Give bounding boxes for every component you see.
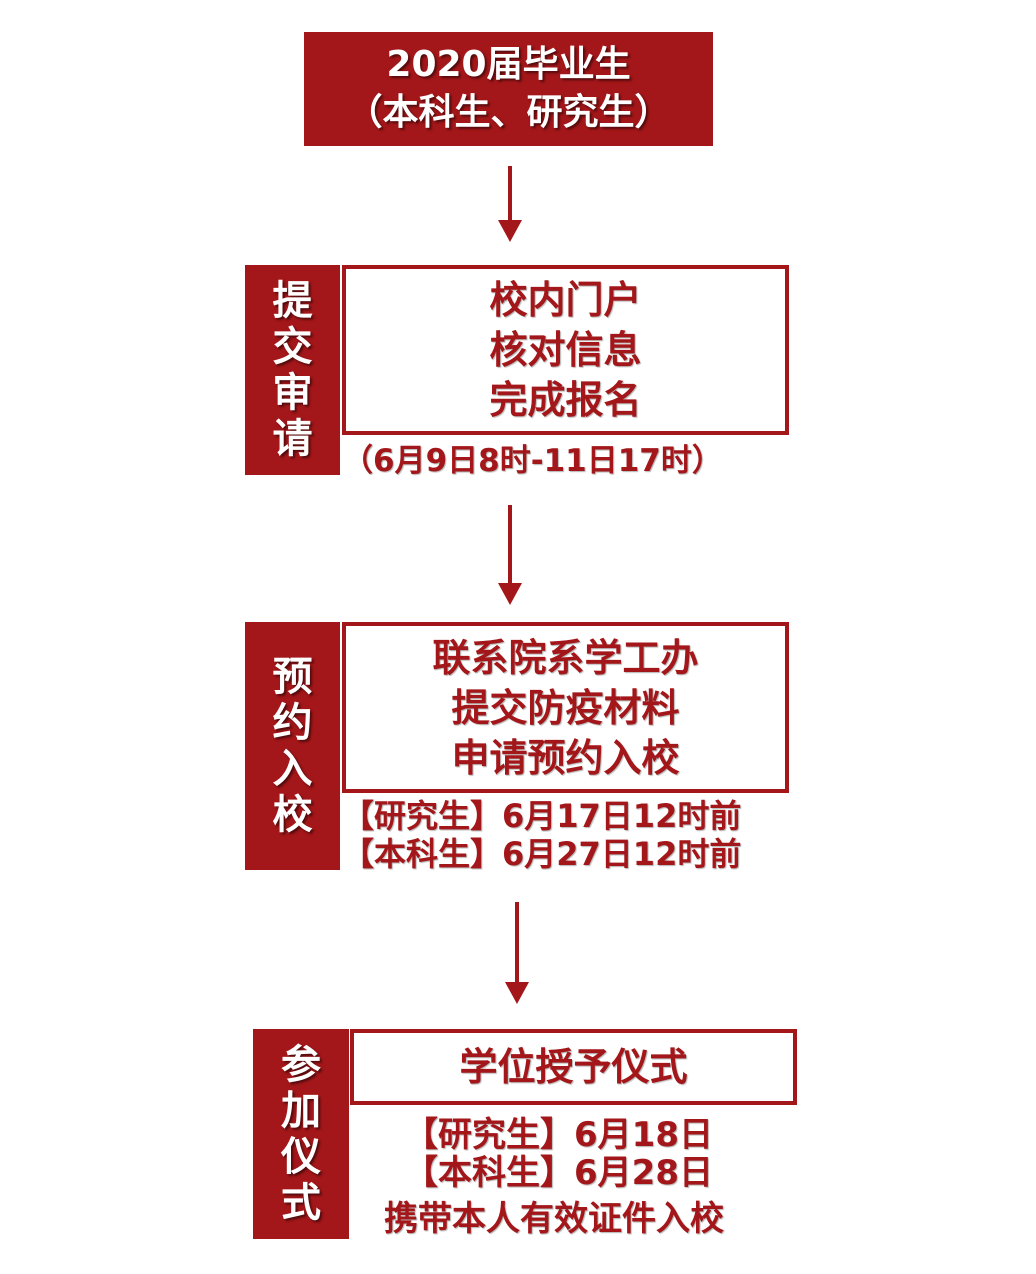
arrow-down-icon	[498, 166, 522, 242]
step-3-id-reminder: 携带本人有效证件入校	[384, 1199, 724, 1239]
step-1-label-char: 审	[272, 370, 313, 416]
step-3-content-line: 学位授予仪式	[459, 1045, 688, 1089]
step-2-undergrad-deadline: 【本科生】6月27日12时前	[342, 835, 742, 873]
step-1-label-char: 请	[272, 416, 313, 462]
step-3-content-box: 学位授予仪式	[350, 1029, 797, 1105]
step-1-content-line: 完成报名	[489, 378, 642, 422]
step-2-content-line: 联系院系学工办	[432, 635, 699, 680]
step-2-label: 预 约 入 校	[245, 622, 340, 870]
step-1-content-box: 校内门户 核对信息 完成报名	[342, 265, 789, 435]
step-2-graduate-deadline: 【研究生】6月17日12时前	[342, 797, 742, 835]
step-2-content-box: 联系院系学工办 提交防疫材料 申请预约入校	[342, 622, 789, 793]
step-3-label-char: 式	[281, 1180, 321, 1226]
step-3-label-char: 加	[281, 1088, 321, 1134]
step-3-label: 参 加 仪 式	[253, 1029, 349, 1239]
header-line-1: 2020届毕业生	[386, 44, 631, 85]
step-2-label-char: 约	[272, 700, 313, 746]
header-line-2: （本科生、研究生）	[346, 92, 671, 133]
step-3-graduate-date: 【研究生】6月18日	[404, 1115, 713, 1155]
step-3-label-char: 参	[281, 1042, 321, 1088]
step-3-undergrad-date: 【本科生】6月28日	[404, 1153, 713, 1193]
step-1-label-char: 交	[272, 324, 313, 370]
arrow-down-icon	[498, 505, 522, 605]
step-2-label-char: 校	[272, 792, 313, 838]
step-2-content-line: 申请预约入校	[451, 735, 680, 780]
step-1-content-line: 核对信息	[489, 328, 642, 372]
step-3-label-char: 仪	[281, 1134, 321, 1180]
step-2-label-char: 入	[272, 746, 313, 792]
step-2-label-char: 预	[272, 654, 313, 700]
arrow-down-icon	[505, 902, 529, 1004]
step-1-time-note: （6月9日8时-11日17时）	[342, 443, 723, 479]
step-1-content-line: 校内门户	[489, 278, 642, 322]
header-box: 2020届毕业生 （本科生、研究生）	[304, 32, 713, 146]
step-1-label: 提 交 审 请	[245, 265, 340, 475]
step-1-label-char: 提	[272, 278, 313, 324]
step-2-content-line: 提交防疫材料	[451, 685, 680, 730]
